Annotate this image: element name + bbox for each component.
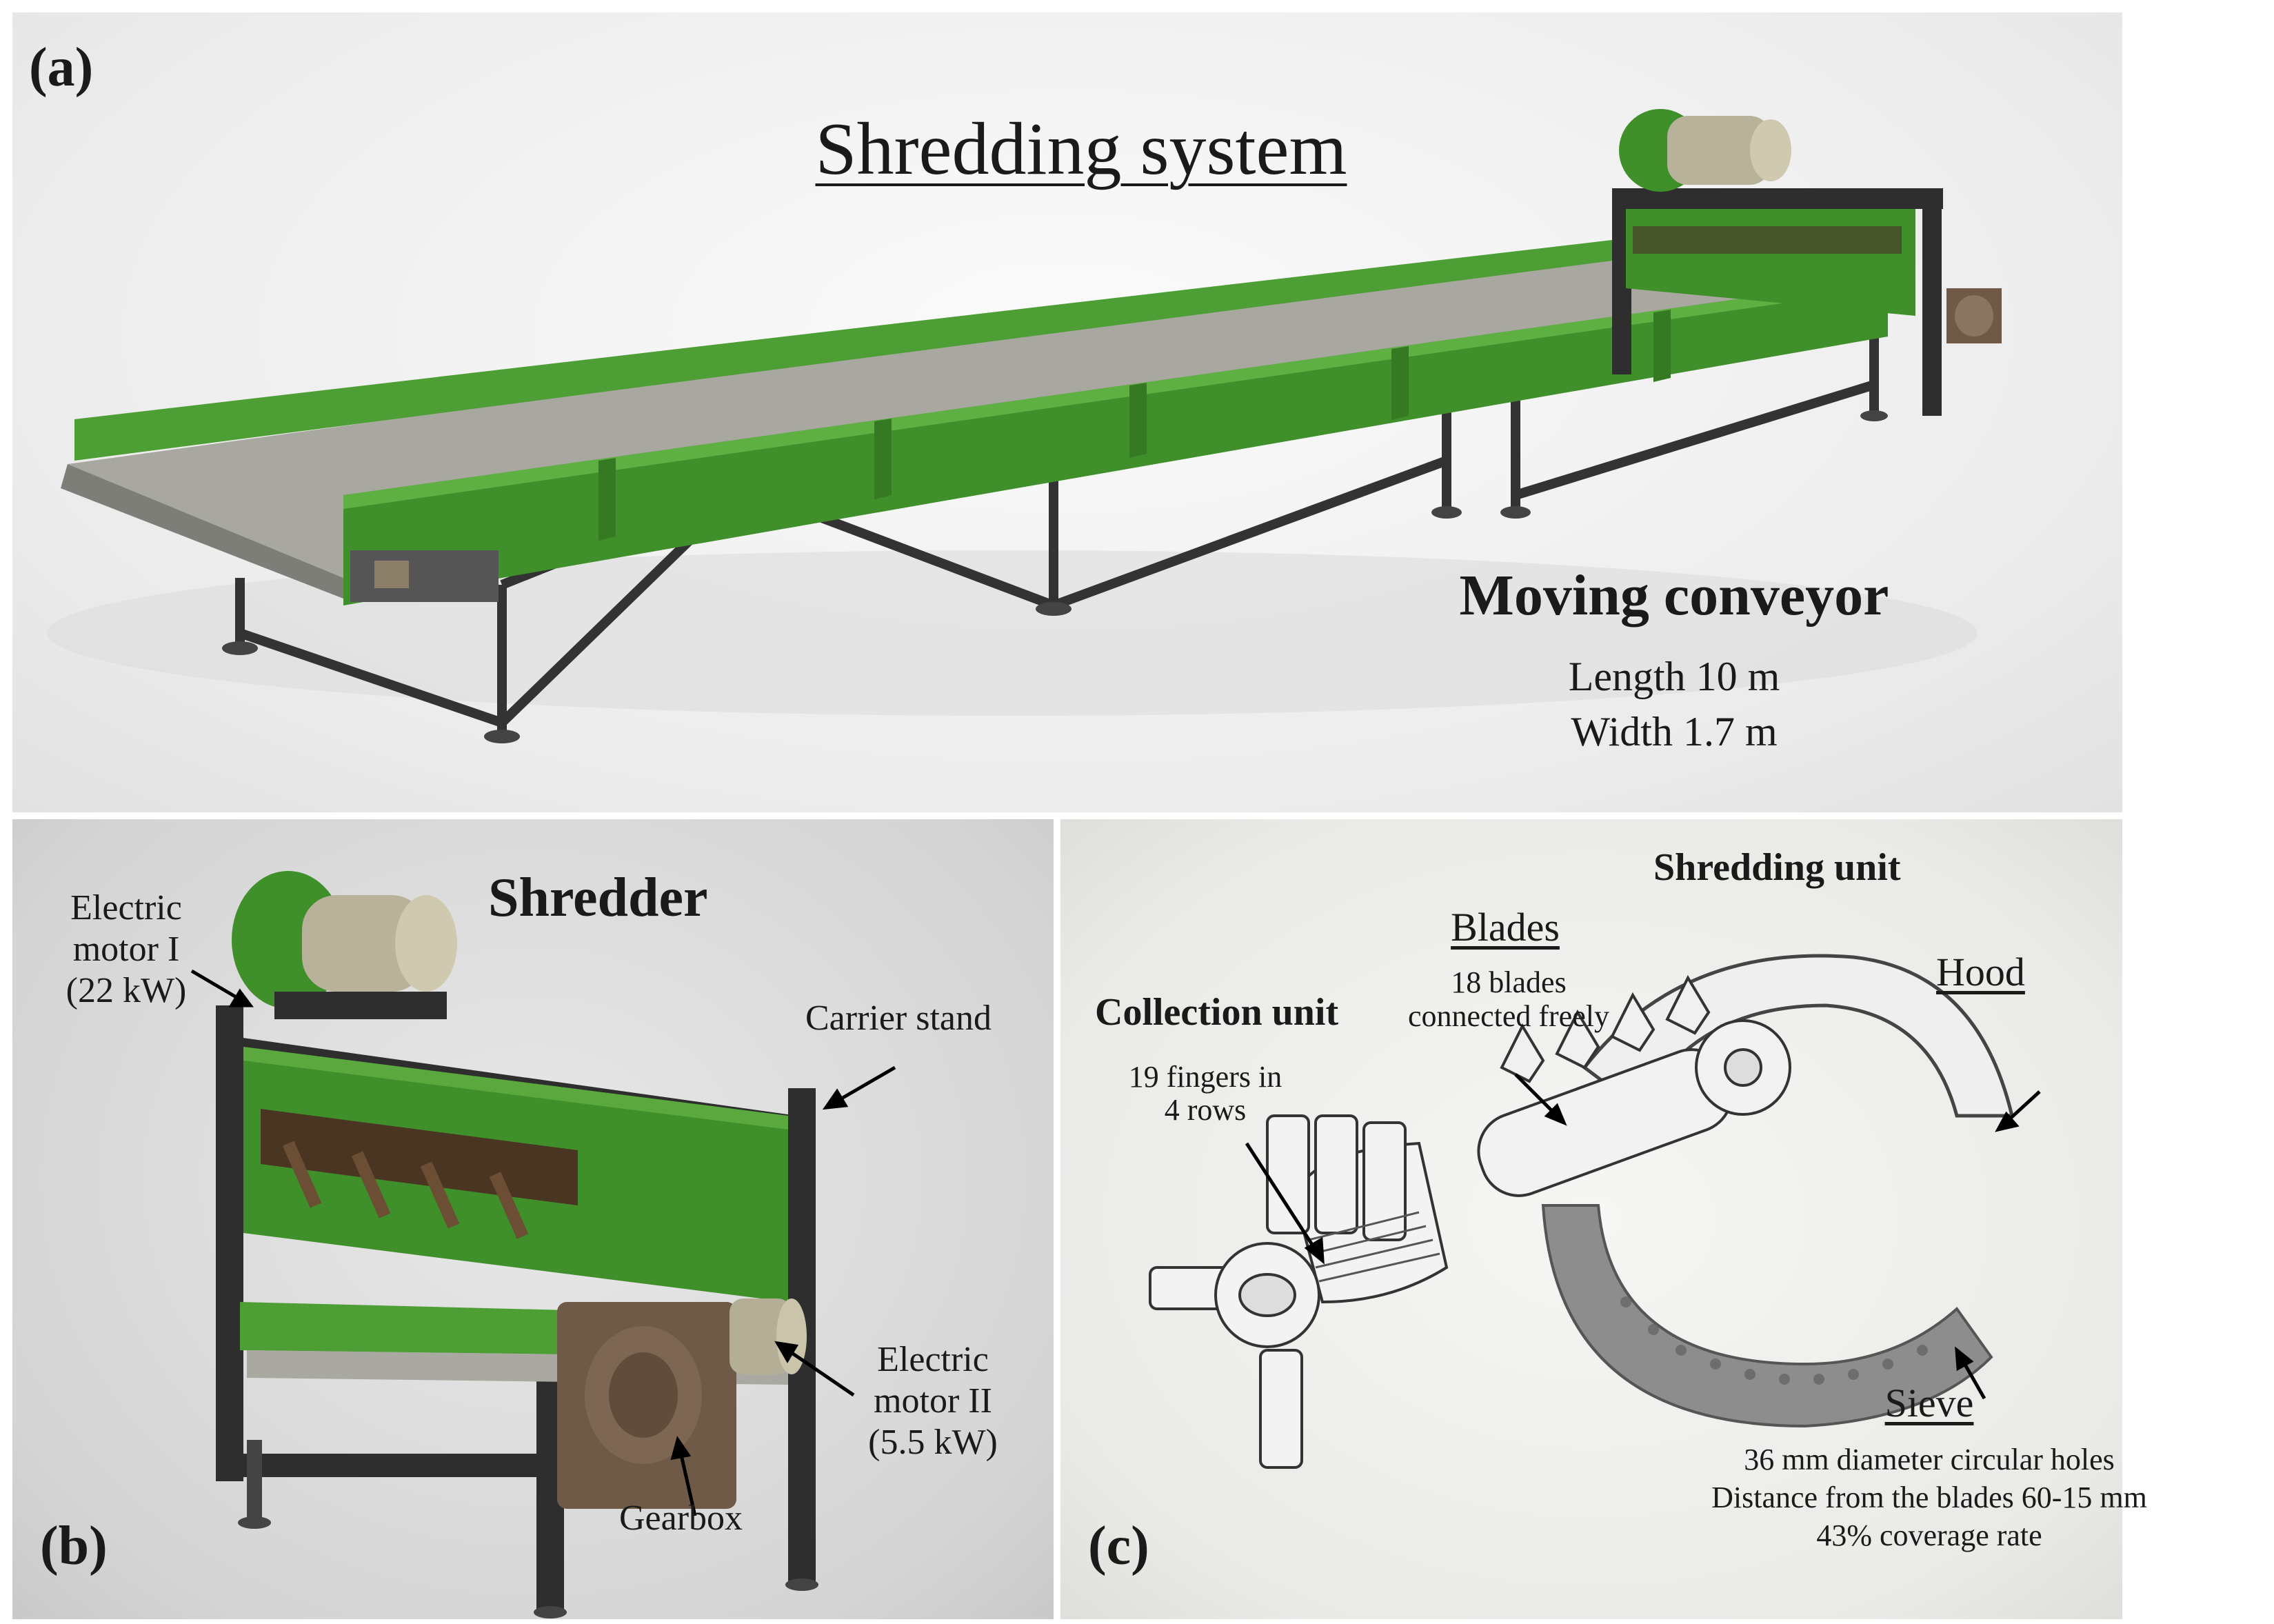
panel-b: (b) Shredder Electric motor I (22 kW) Ca… bbox=[12, 819, 1054, 1619]
motor2-line2: motor II bbox=[874, 1381, 992, 1421]
shredder-title: Shredder bbox=[488, 868, 708, 928]
motor1-line3: (22 kW) bbox=[66, 971, 187, 1010]
sieve-title: Sieve bbox=[1884, 1381, 1974, 1425]
motor1-line2: motor I bbox=[72, 930, 180, 969]
shredding-unit-illustration bbox=[1149, 954, 2041, 1469]
hood-label: Hood bbox=[1936, 950, 2025, 994]
panel-label-a: (a) bbox=[29, 37, 94, 98]
panel-label-b: (b) bbox=[40, 1516, 108, 1576]
panel-c: (c) Shredding unit Blades 18 blades conn… bbox=[1060, 819, 2147, 1619]
fingers-line2: 4 rows bbox=[1164, 1093, 1247, 1127]
motor2-line3: (5.5 kW) bbox=[868, 1423, 998, 1462]
panel-label-c: (c) bbox=[1088, 1516, 1149, 1576]
carrier-stand-label: Carrier stand bbox=[805, 999, 992, 1038]
motor1-line1: Electric bbox=[70, 888, 182, 928]
gearbox-label: Gearbox bbox=[619, 1498, 743, 1538]
sieve-line3: 43% coverage rate bbox=[1816, 1518, 2042, 1552]
fingers-line1: 19 fingers in bbox=[1128, 1060, 1282, 1094]
panel-a: (a) Shredding system Moving conveyor Len… bbox=[12, 12, 2122, 812]
blades-line2: connected freely bbox=[1408, 999, 1609, 1033]
blades-line1: 18 blades bbox=[1451, 965, 1567, 999]
conveyor-illustration bbox=[47, 109, 2002, 743]
shredding-unit-title: Shredding unit bbox=[1653, 846, 1901, 889]
sieve-line2: Distance from the blades 60-15 mm bbox=[1711, 1481, 2147, 1514]
conveyor-width: Width 1.7 m bbox=[1571, 709, 1778, 754]
blades-title: Blades bbox=[1451, 905, 1560, 950]
conveyor-title: Moving conveyor bbox=[1459, 563, 1889, 628]
shredder-illustration bbox=[190, 871, 896, 1618]
conveyor-length: Length 10 m bbox=[1568, 654, 1780, 699]
sieve-line1: 36 mm diameter circular holes bbox=[1744, 1443, 2115, 1476]
collection-unit-title: Collection unit bbox=[1095, 991, 1339, 1034]
motor2-line1: Electric bbox=[877, 1340, 989, 1379]
system-title: Shredding system bbox=[815, 108, 1347, 190]
